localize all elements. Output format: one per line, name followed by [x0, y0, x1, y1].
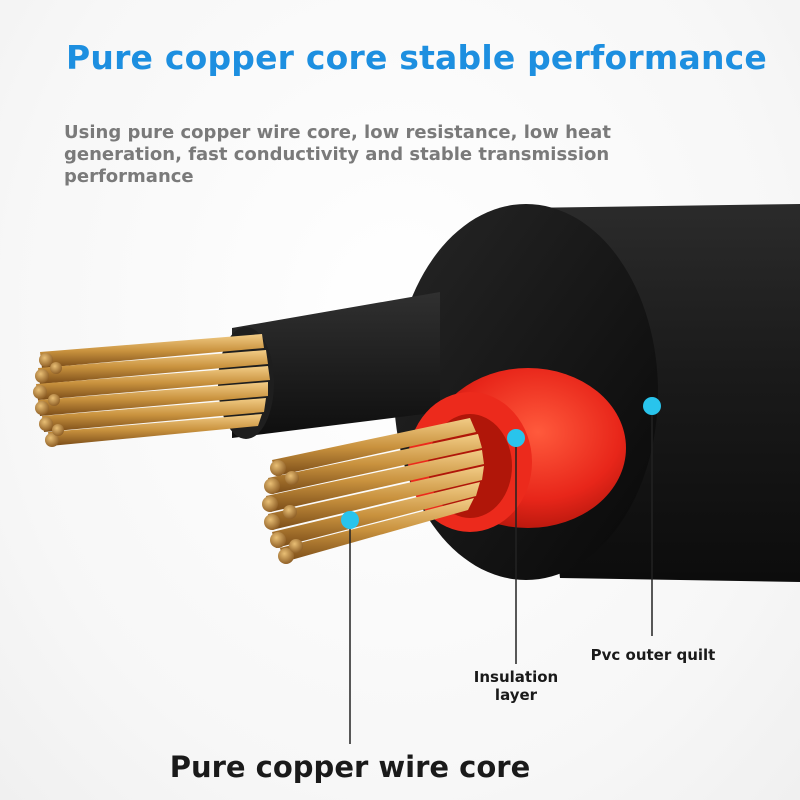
insulation-label: Insulation layer	[473, 668, 559, 704]
pvc-label: Pvc outer quilt	[590, 646, 716, 664]
pvc-marker-dot	[643, 397, 661, 415]
page-title: Pure copper core stable performance	[66, 38, 767, 77]
core-marker-dot	[341, 511, 359, 529]
insulation-marker-dot	[507, 429, 525, 447]
front-copper-strands	[262, 418, 484, 564]
back-copper-strands	[33, 334, 270, 447]
core-label: Pure copper wire core	[169, 750, 531, 784]
page-subtitle: Using pure copper wire core, low resista…	[64, 122, 611, 187]
back-insulation-body	[232, 292, 440, 438]
